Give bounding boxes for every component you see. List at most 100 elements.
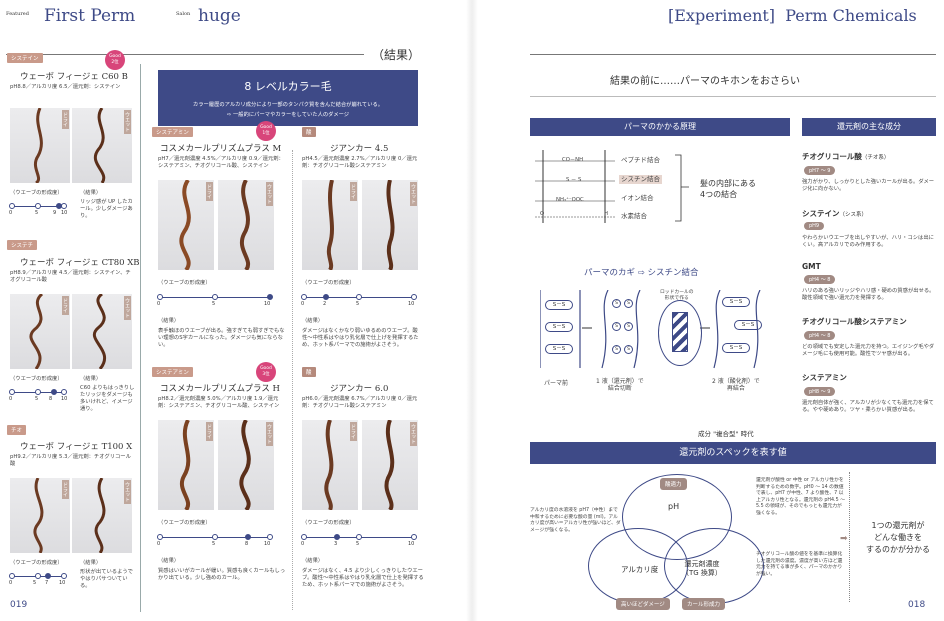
intro-rule [530,96,936,97]
ss-before-2: S－S [545,322,573,332]
product-spec-3: pH9.2／アルカリ度 5.3／還元剤：チオグリコール酸 [10,454,131,467]
grid-result-1: 表手触ほのウエーブが出る。強すぎても弱すぎでもない理想のS字カールになった。ダメ… [158,328,285,348]
s-dot-2: S [624,299,633,308]
note-concentration: チオグリコール酸の値をを基準に換算化した還元剤の濃度。濃度が高い方ほど還元力を持… [756,552,843,577]
page-number-right: 018 [908,600,926,610]
dry-label-1: ドライ [62,110,69,129]
page-title-right: [Experiment] Perm Chemicals [668,6,917,25]
salon-name: huge [198,6,241,26]
product-name-2: ウェーボ フィージェ CT80 XB [20,258,140,268]
grid-name-4: ジアンカー 6.0 [330,384,389,394]
dry-label-2: ドライ [62,296,69,315]
s-dot-5: S [612,345,621,354]
s-dot-1: S [612,299,621,308]
s-dot-4: S [624,322,633,331]
grid-result-label-4: （結果） [302,558,324,564]
venn-ph-label: pH [668,502,680,511]
result-label-2: （結果） [80,376,102,382]
formula-ion: NH₃⁺⁻OOC [556,197,584,203]
result-label-1: （結果） [80,190,102,196]
grid-hair-dry-4 [302,420,358,510]
wet-label-2: ウエット [124,296,131,320]
curl-tag: カール形成力 [682,598,726,610]
caption-before: パーマ前 [544,380,569,387]
grid-tag-3: システアミン [152,367,193,377]
grid-hair-dry-2 [302,180,358,270]
ss-after-1: S－S [722,297,750,307]
grid-name-3: コスメカールプリズムプラス H [160,384,280,394]
grid-result-label-2: （結果） [302,318,324,324]
level-box: 8 レベルカラー毛 カラー履歴のアルカリ成分により一部のタンパク質を含んだ結合が… [158,70,418,126]
grid-result-4: ダメージはなく、4.5 より少しくっきりしたウエーブ。酸性〜中性系はやはり乳化層… [302,568,424,588]
grid-dry-label-2: ドライ [350,182,357,201]
salon-label: Salon [176,11,191,17]
hair-photo-dry-2 [10,294,70,369]
key-title: パーマのカギ ⇨ シスチン結合 [584,268,699,278]
grid-result-label-1: （結果） [158,318,180,324]
principle-band: パーマのかかる原理 [530,118,790,136]
result-label-3: （結果） [80,560,102,566]
rod-icon [672,312,688,352]
page-number-left: 019 [10,600,28,610]
reducer-name-3: GMT [802,262,821,271]
grid-spec-2: pH4.5／還元剤濃度 2.7%／アルカリ度 0／還元剤：チオグリコール酸システ… [302,156,418,169]
bond-result: 髪の内部にある 4つの結合 [700,179,756,199]
cystine-diagram [540,290,761,369]
hair-photo-dry-1 [10,108,70,183]
grid-hair-wet-4 [362,420,418,510]
grid-wet-label-1: ウエット [266,182,273,206]
level-box-line2: ⇨ 一般的にパーマやカラーをしていた人のダメージ [226,112,350,118]
reducer-ph-4: pH4 〜 8 [804,331,836,340]
bond-ionic: イオン結合 [621,194,654,202]
arrow-icon: ➡ [840,534,848,544]
grid-tag-4: 酸 [302,367,316,377]
grid-result-label-3: （結果） [158,558,180,564]
spec-divider [849,472,850,602]
product-tag-1: システイン [7,53,43,63]
ss-after-2: S－S [734,320,762,330]
note-ph: 還元剤が酸性 or 中性 or アルカリ性かを判断するための数字。pH0 〜 1… [756,478,845,516]
note-alkalinity: アルカリ度の水溶液を pH7（中性）まで中和するために必要な酸の量 (ml)。ア… [530,508,621,533]
grid-dry-label-3: ドライ [206,422,213,441]
page-title-left: First Perm [44,6,136,26]
hair-photo-dry-3 [10,478,70,553]
grid-wet-label-4: ウエット [410,422,417,446]
dry-label-3: ドライ [62,480,69,499]
product-name-3: ウェーボ フィージェ T100 X [20,442,133,452]
bond-peptide: ペプチド結合 [621,156,660,164]
grid-spec-4: pH6.0／還元剤濃度 6.7%／アルカリ度 0／還元剤：チオグリコール酸システ… [302,396,418,409]
bond-cystine: シスチン結合 [619,175,662,184]
reducers-band: 還元剤の主な成分 [802,118,936,136]
reducer-name-2: システイン（シス系） [802,209,868,218]
caption-step2: 2 液（酸化剤）で 再結合 [712,378,760,392]
reducer-name-4: チオグリコール酸システアミン [802,317,907,326]
reducer-ph-2: pH9 [804,222,825,230]
venn-concentration-label: 還元剤濃度 （TG 換算） [682,560,722,577]
grid-spec-3: pH8.2／還元剤濃度 5.0%／アルカリ度 1.9／還元剤：システアミン、チオ… [158,396,280,409]
grid-scale-label-4: （ウエーブの形成度） [302,520,355,526]
grid-name-2: ジアンカー 4.5 [330,144,389,154]
level-box-title: 8 レベルカラー毛 [244,80,332,93]
hair-photo-wet-3 [72,478,132,553]
reducer-ph-1: pH7 〜 9 [804,166,836,175]
header-rule-right [530,54,936,55]
grid-tag-2: 酸 [302,127,316,137]
formula-co-nh: CO－NH [562,157,584,163]
reducer-name-1: チオグリコール酸（チオ系） [802,152,890,161]
formula-o: O [540,211,545,217]
spec-band: 還元剤のスペックを表す値 [530,442,936,464]
s-dot-6: S [624,345,633,354]
reducer-name-5: システアミン [802,373,847,382]
header-rule-left [6,54,364,55]
grid-scale-label-2: （ウエーブの形成度） [302,280,355,286]
scale-label-2: （ウエーブの形成度） [10,376,63,382]
product-spec-1: pH8.8／アルカリ度 6.5／還元剤：システイン [10,84,121,90]
bond-diagram [535,150,689,223]
